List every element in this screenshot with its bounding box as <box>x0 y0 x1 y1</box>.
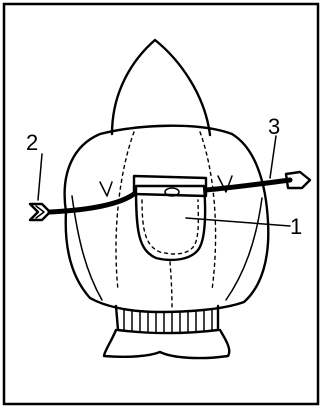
jacket-body <box>65 126 269 312</box>
seam-right <box>200 132 216 290</box>
border <box>4 4 318 404</box>
hood <box>112 40 210 135</box>
leader-left-end <box>38 154 42 200</box>
lower-body <box>104 330 229 358</box>
label-left-end: 2 <box>26 130 38 155</box>
pocket-stitch <box>142 200 198 254</box>
seam-left <box>116 132 134 290</box>
left-end-fletching <box>30 204 50 220</box>
label-pocket: 1 <box>290 214 302 239</box>
leader-pocket <box>186 218 290 226</box>
label-rope: 3 <box>268 114 280 139</box>
pocket <box>136 186 205 260</box>
seam-center <box>170 262 172 308</box>
leader-rope <box>270 136 276 178</box>
waistband-ribs <box>124 310 212 333</box>
dart-left <box>100 182 112 196</box>
